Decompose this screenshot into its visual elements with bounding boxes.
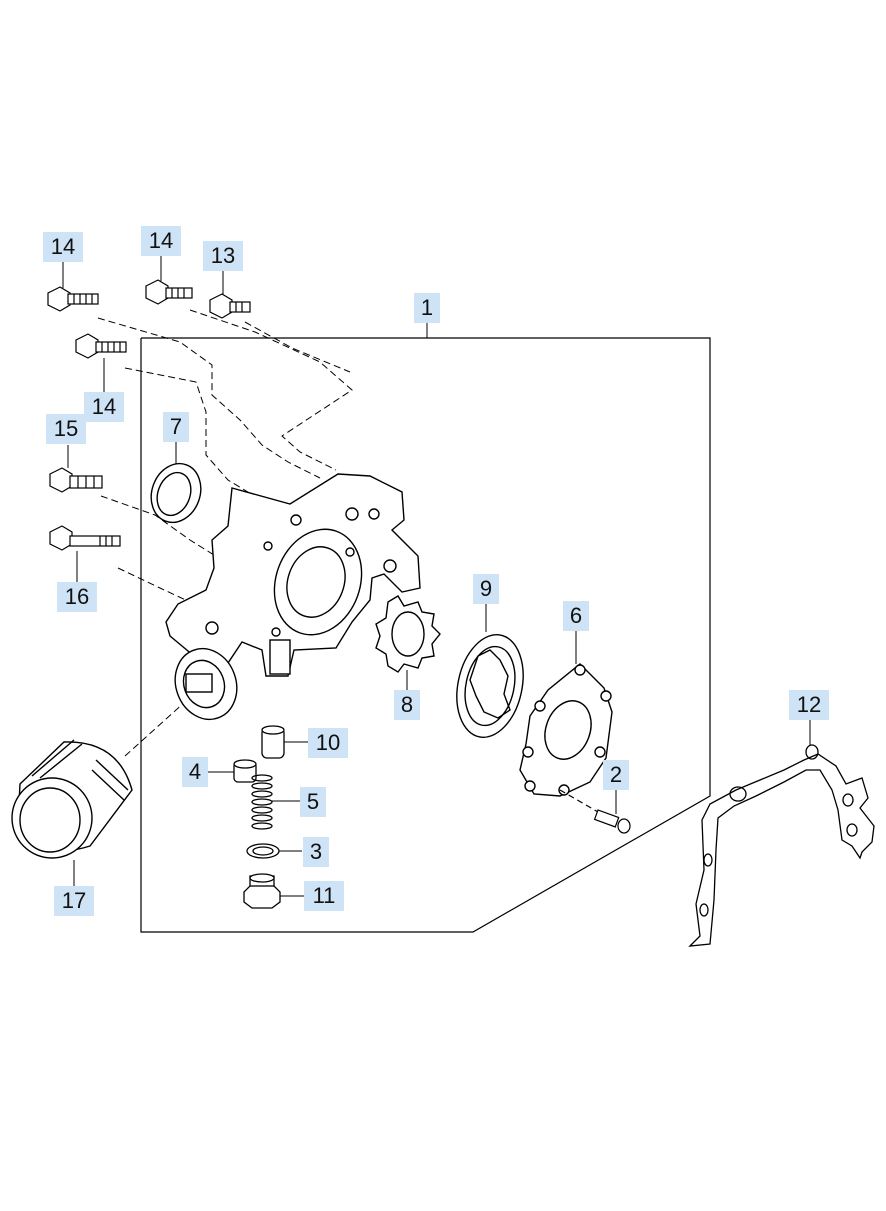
callout-6: 6 [563,601,589,631]
bolt-14b [145,279,193,305]
bolt-14a [47,286,99,312]
callout-3: 3 [303,837,329,867]
bolt-15 [49,467,103,493]
callout-17: 17 [54,886,94,916]
pump-cover-6 [519,663,613,797]
callout-8: 8 [394,690,420,720]
filter-mount-boss [174,647,238,721]
callout-13: 13 [203,241,243,271]
callout-4: 4 [182,757,208,787]
washer-3 [246,843,280,859]
bolt-16 [49,525,121,551]
callout-14c: 14 [84,392,124,422]
plunger-10 [261,725,285,759]
callout-14b: 14 [141,226,181,256]
bolt-13 [209,293,251,319]
spring-5 [251,774,273,830]
callout-10: 10 [308,728,348,758]
callout-5: 5 [300,787,326,817]
plug-11 [243,873,281,909]
cap-4 [233,759,257,783]
callout-15: 15 [46,414,86,444]
callout-11: 11 [304,881,344,911]
outer-rotor-9 [456,634,524,738]
inner-rotor-8 [375,595,441,673]
callout-1: 1 [414,293,440,323]
bolt-14c [75,333,127,359]
screw-2 [559,789,631,834]
assembly-boundary [140,337,711,933]
oil-filter-17 [11,739,133,859]
callout-2: 2 [603,760,629,790]
callout-9: 9 [473,574,499,604]
oil-seal-7 [150,462,202,524]
gasket-12 [688,744,875,947]
oil-pump-housing [165,473,421,677]
callout-16: 16 [57,582,97,612]
callout-12: 12 [789,690,829,720]
callout-7: 7 [163,412,189,442]
callout-14a: 14 [43,232,83,262]
